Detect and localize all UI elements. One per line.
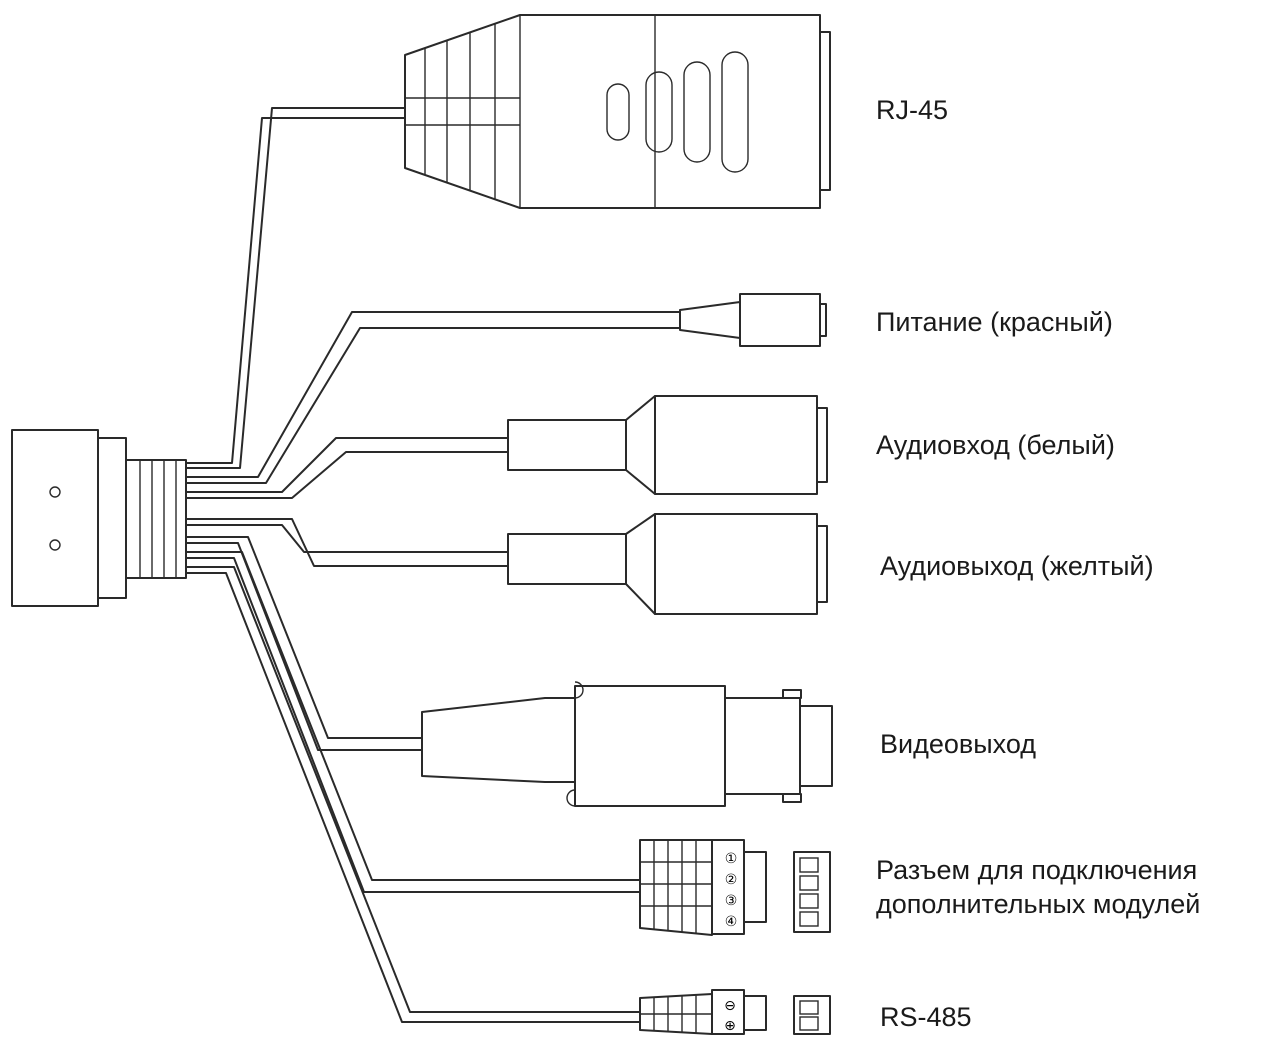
label-audio-in: Аудиовход (белый): [876, 430, 1115, 460]
module-pin-1: ①: [725, 851, 738, 867]
module-connector: ① ② ③ ④: [639, 839, 831, 936]
camera-housing: [11, 429, 187, 607]
label-rj45: RJ-45: [876, 95, 949, 125]
mount-hole-top: [49, 486, 61, 498]
audio-out-connector: [507, 513, 828, 615]
label-video-out: Видеовыход: [880, 729, 1037, 759]
module-pin-3: ③: [725, 893, 738, 909]
rs485-pin-minus: ⊖: [724, 998, 736, 1014]
module-pin-4: ④: [725, 914, 738, 930]
module-pin-2: ②: [725, 872, 738, 888]
label-audio-out: Аудиовыход (желтый): [880, 551, 1154, 581]
mount-hole-bottom: [49, 539, 61, 551]
video-out-connector: [421, 681, 833, 807]
label-module-connector-line2: дополнительных модулей: [876, 889, 1201, 919]
rs485-connector: ⊖ ⊕: [639, 989, 831, 1035]
cable-wires: [185, 107, 681, 1023]
label-power: Питание (красный): [876, 307, 1113, 337]
label-rs485: RS-485: [880, 1002, 972, 1032]
label-module-connector: Разъем для подключения дополнительных мо…: [876, 853, 1200, 921]
label-module-connector-line1: Разъем для подключения: [876, 855, 1198, 885]
rj45-connector: [404, 14, 831, 209]
rs485-pin-plus: ⊕: [724, 1018, 736, 1034]
audio-in-connector: [507, 395, 828, 495]
power-connector: [679, 293, 827, 347]
